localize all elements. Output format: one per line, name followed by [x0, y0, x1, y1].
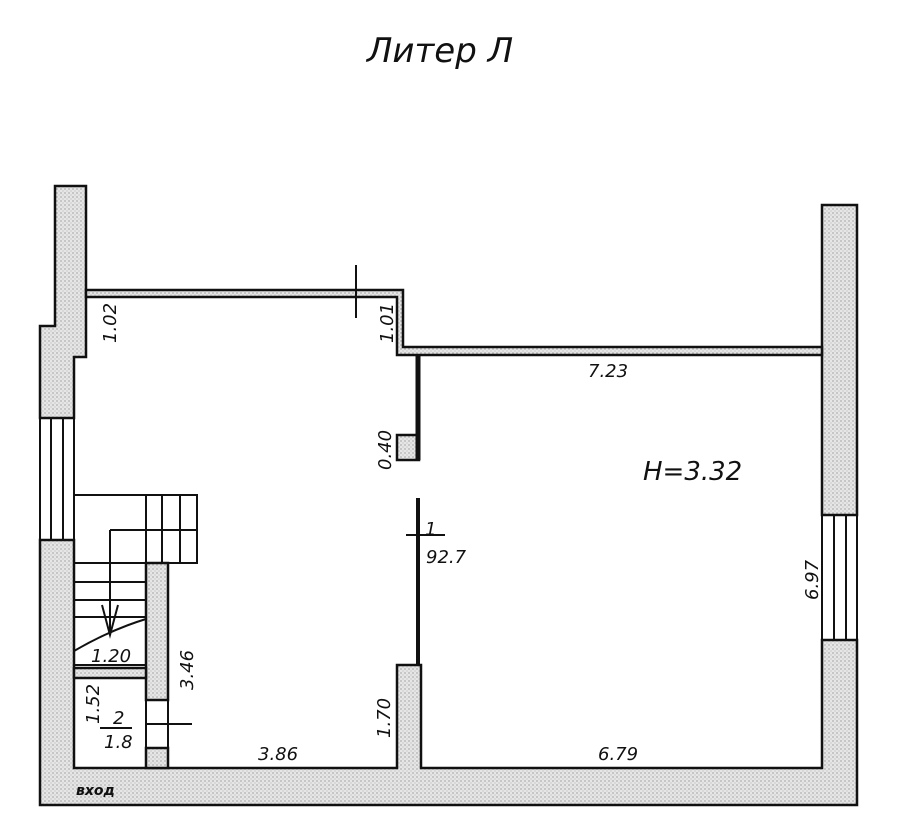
ceiling-height: H=3.32 — [643, 457, 742, 487]
room-2-area: 1.8 — [104, 732, 133, 753]
closet-wall — [72, 666, 148, 680]
top-wall — [84, 288, 824, 357]
stair-core-wall-low — [144, 746, 170, 770]
dim-3-46: 3.46 — [177, 650, 198, 690]
outer-wall-bottom — [38, 538, 859, 807]
window-right — [821, 514, 858, 641]
staircase — [73, 494, 198, 749]
dim-6-97: 6.97 — [802, 559, 823, 600]
dim-1-01: 1.01 — [377, 303, 398, 343]
dim-6-79: 6.79 — [598, 744, 638, 765]
dim-7-23: 7.23 — [588, 361, 628, 382]
dim-1-52: 1.52 — [83, 684, 104, 724]
right-wall-upper — [820, 203, 859, 517]
dim-1-70: 1.70 — [374, 698, 395, 738]
dim-0-40: 0.40 — [375, 430, 396, 470]
left-wall-upper — [38, 184, 88, 420]
stair-core-wall — [144, 561, 170, 702]
window-left — [39, 417, 75, 541]
room-1-area: 92.7 — [426, 547, 467, 568]
room-1-number: 1 — [425, 519, 436, 540]
entrance-label: вход — [76, 783, 115, 799]
plan-title: Литер Л — [365, 31, 513, 71]
dim-1-20: 1.20 — [91, 646, 131, 667]
room-2-number: 2 — [113, 708, 124, 729]
dim-3-86: 3.86 — [258, 744, 298, 765]
dim-1-02: 1.02 — [100, 303, 121, 343]
